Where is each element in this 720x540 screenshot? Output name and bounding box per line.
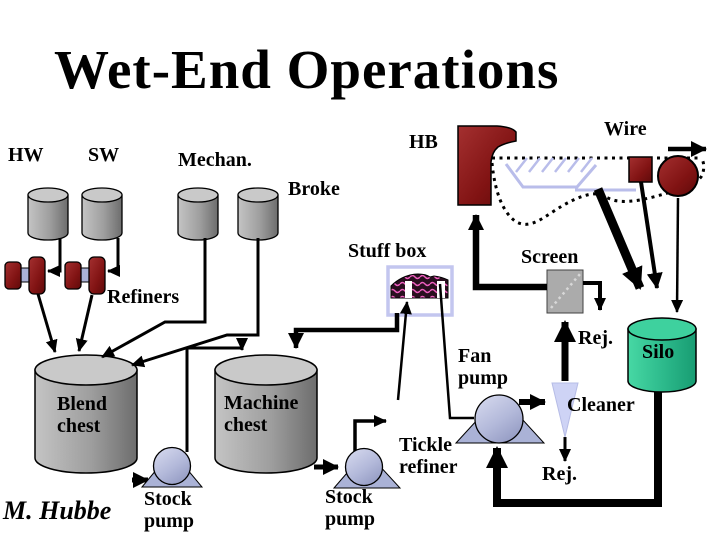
hw-to-refiner1 [47,238,62,277]
screen-mesh-dots [550,273,581,309]
screen-to-headbox [468,214,547,291]
refiner2-to-blend [75,294,94,352]
label-tickle-refiner: Tickle refiner [399,434,458,479]
mechan-tank [177,187,219,241]
flow-lines [36,141,707,488]
author-credit: M. Hubbe [3,496,112,525]
screen-shape [546,269,584,314]
label-cleaner: Cleaner [567,394,635,416]
label-fan-pump: Fan pump [458,345,509,390]
label-stock-pump-2: Stock pump [325,486,376,531]
forming-board [504,163,598,189]
label-refiners: Refiners [107,286,180,308]
blend-chest-shape [34,354,138,474]
foil-hash-marks [515,157,593,173]
pump2-to-tickle [353,415,387,452]
label-mechan: Mechan. [178,149,252,171]
label-blend-chest: Blend chest [57,393,108,438]
pump1-to-machine [185,338,248,452]
silo-shape [627,317,697,393]
tickle-to-stuffbox [396,301,412,401]
couchroll-to-silo [671,197,684,313]
refiner-2 [64,256,106,295]
broke-tank [237,187,279,241]
label-rej-screen: Rej. [578,327,613,349]
broke-to-blend [131,238,260,368]
wire-drainage-to-silo [593,187,645,290]
headbox-shape [457,125,517,206]
slide-title: Wet-End Operations [54,39,560,100]
couch-roll-circle [657,155,699,197]
silo-to-fanpump-loop [486,392,662,507]
label-sw: SW [88,144,120,166]
sw-tank [81,187,123,241]
label-screen: Screen [521,246,579,268]
label-silo: Silo [642,341,675,363]
wire-section [490,156,706,226]
stock-tanks [27,187,279,241]
label-hb: HB [409,131,438,153]
label-wire: Wire [604,118,647,140]
label-rej-cleaner: Rej. [542,463,577,485]
stock-pump-1-shape [140,446,204,488]
fan-pump-shape [454,394,546,444]
label-hw: HW [8,144,44,166]
label-broke: Broke [288,178,340,200]
stuffbox-to-fanpump [438,283,474,420]
refiner1-to-blend [36,293,58,353]
top-flow-lines [396,181,684,507]
label-stock-pump-1: Stock pump [144,488,195,533]
sw-to-refiner2 [107,238,120,277]
stuffbox-overflow-to-machine [288,313,400,349]
couch-roll-block [628,156,653,183]
machine-chest-shape [214,354,318,474]
label-machine-chest: Machine chest [224,392,299,437]
couchblock-to-silo [639,181,663,289]
stock-pump-2-shape [332,447,402,489]
refiner-1 [4,256,46,295]
screen-rejects [583,281,606,311]
label-stuff-box: Stuff box [348,240,427,262]
cleaner-shape [551,382,579,438]
hw-tank [27,187,69,241]
mechan-to-blend [101,238,207,359]
